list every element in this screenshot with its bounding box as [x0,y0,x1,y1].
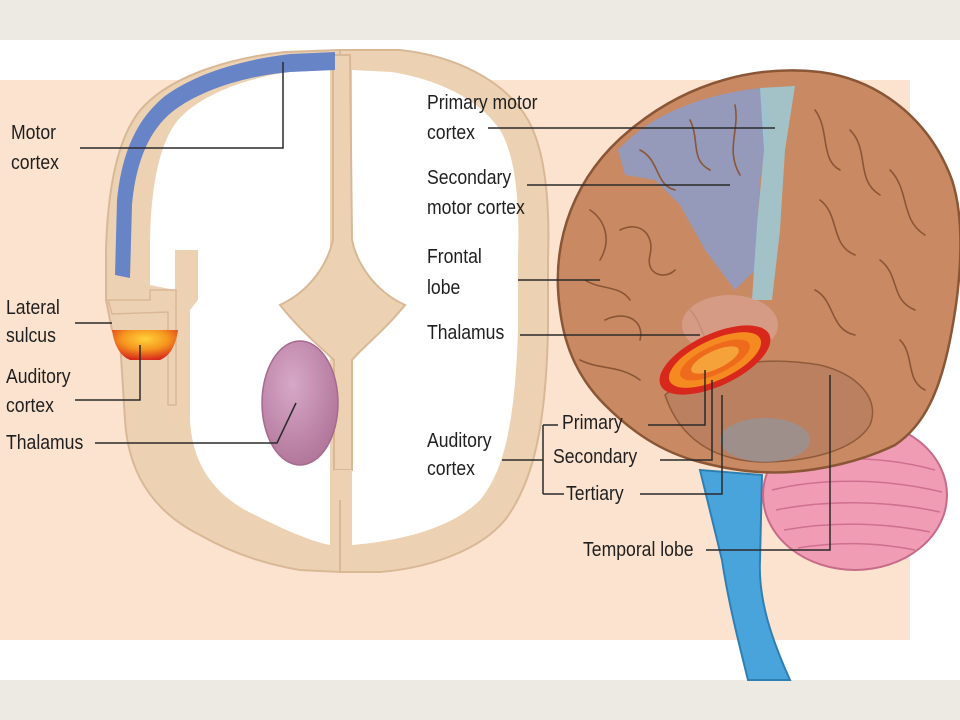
label-auditory-cortex-line2: cortex [6,395,54,417]
insula-region [720,418,810,462]
primary-motor-band [752,86,795,300]
label-tertiary: Tertiary [566,483,624,505]
slide-bottom-band [0,680,960,720]
label-secondary: Secondary [553,446,638,468]
label-motor-cortex-line2: cortex [11,152,59,174]
label-primary: Primary [562,412,623,434]
label-auditory-cortex-right-line1: Auditory [427,430,492,452]
coronal-stem [334,470,352,500]
lateral-brain [556,69,960,681]
label-primary-motor-line2: cortex [427,122,475,144]
label-lateral-sulcus-line2: sulcus [6,325,56,347]
right-white-matter [352,70,519,545]
label-thalamus-right: Thalamus [427,322,505,344]
label-motor-cortex-line1: Motor [11,122,56,144]
label-secondary-motor-line1: Secondary [427,167,512,189]
auditory-cortex-region [112,330,178,360]
label-lateral-sulcus-line1: Lateral [6,297,60,319]
brainstem [698,468,792,681]
label-frontal-lobe-line2: lobe [427,277,461,299]
label-frontal-lobe-line1: Frontal [427,246,482,268]
label-temporal-lobe: Temporal lobe [583,539,694,561]
secondary-motor-region [618,88,770,290]
thalamus-coronal [261,340,339,466]
coronal-section [105,48,550,574]
lateral-sulcus [107,289,177,406]
label-auditory-cortex-line1: Auditory [6,366,71,388]
leader-lines [75,62,831,551]
label-secondary-motor-line2: motor cortex [427,197,525,219]
label-auditory-cortex-right-line2: cortex [427,458,475,480]
auditory-cortex-rings [659,325,771,395]
slide-top-band [0,0,960,40]
label-thalamus-left: Thalamus [6,432,84,454]
label-primary-motor-line1: Primary motor [427,92,538,114]
motor-cortex-band [115,52,335,278]
